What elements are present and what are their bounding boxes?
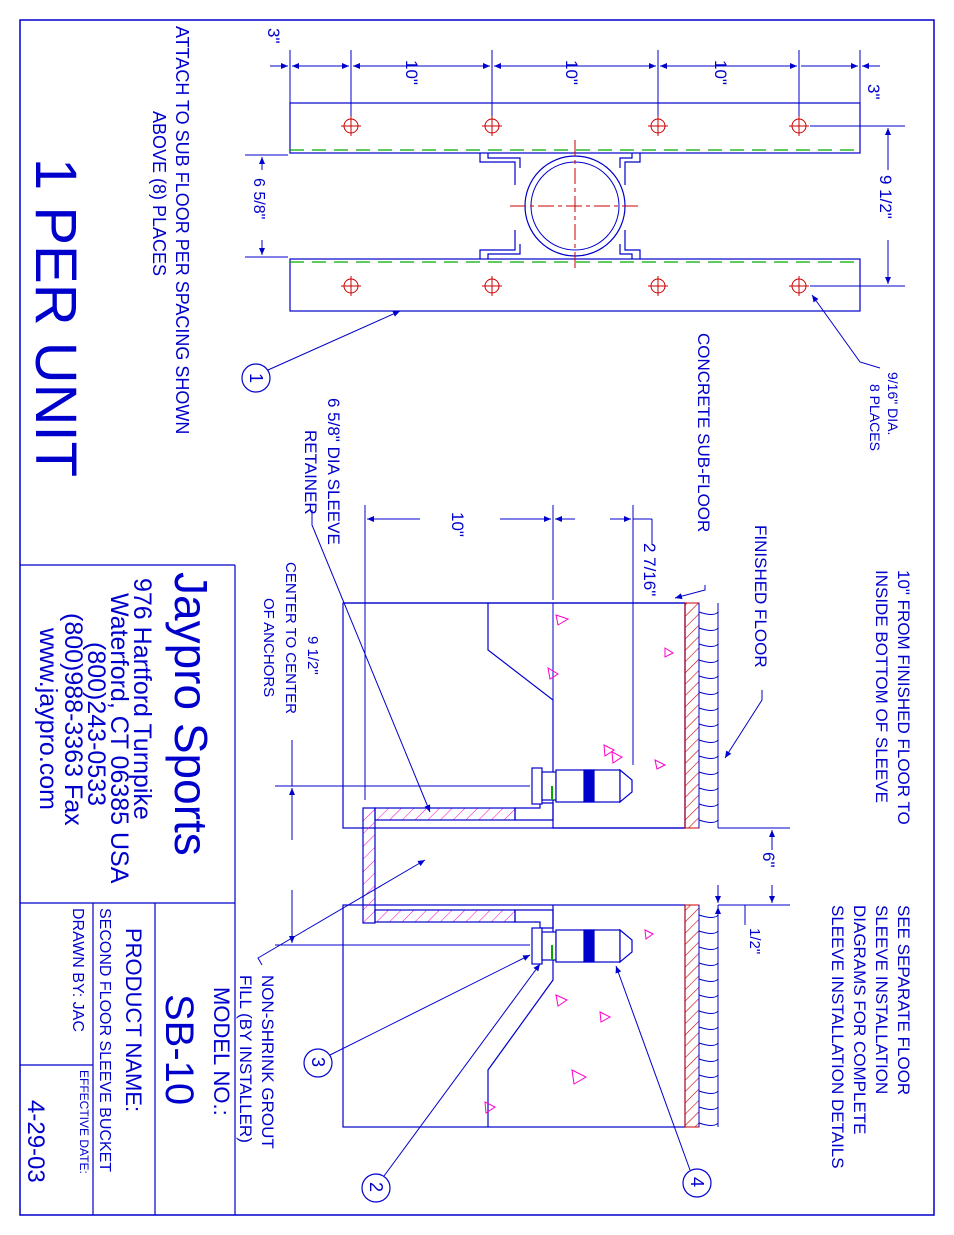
sleeve-bracket-right	[514, 909, 554, 929]
drawn-by: DRAWN BY: JAC	[69, 908, 86, 1032]
finish-note-line1: 10" FROM FINISHED FLOOR TO	[894, 570, 913, 825]
company-web: www.jaypro.com	[34, 627, 62, 810]
hole-note-leader	[811, 294, 881, 369]
attach-note-line2: ABOVE (8) PLACES	[149, 111, 169, 276]
top-dimension-chain	[270, 50, 880, 116]
company-city: Waterford, CT 06385 USA	[105, 593, 133, 884]
effective-date: 4-29-03	[22, 1100, 49, 1183]
dim-spacing-1: 10"	[402, 60, 421, 85]
depth-dimension	[364, 505, 653, 800]
floor-hatch-right	[684, 904, 700, 1128]
balloon-4-label: 4	[687, 1177, 707, 1187]
concrete-aggregate	[484, 614, 675, 1114]
dim-anchor-span: 9 1/2"	[876, 175, 895, 219]
balloon-3-leader	[329, 954, 531, 1056]
sleeve-retainer-line2: RETAINER	[301, 430, 320, 515]
sleeve-bracket-left	[514, 802, 554, 821]
see-note-line2: SLEEVE INSTALLATION	[872, 905, 891, 1094]
sleeve-wall-left	[374, 807, 516, 821]
see-note-line3: DIAGRAMS FOR COMPLETE	[850, 905, 869, 1135]
opening-dimension	[715, 827, 790, 925]
sheet-border	[19, 19, 935, 1216]
company-fax: (800)988-3363 Fax	[59, 613, 87, 826]
balloon-2-leader	[383, 963, 541, 1177]
dim-spacing-3: 10"	[711, 60, 730, 85]
model-label: MODEL NO.:	[209, 987, 234, 1116]
sleeve-retainer-leader	[311, 510, 431, 813]
concrete-subfloor-leader	[674, 585, 706, 600]
per-unit-headline: 1 PER UNIT	[23, 158, 88, 477]
finished-floor-boards	[698, 603, 719, 1127]
dim-depth: 10"	[448, 512, 467, 537]
anchor-holes	[341, 116, 809, 296]
balloon-2	[361, 1173, 391, 1203]
sleeve-retainer-plate	[362, 807, 376, 924]
dim-opening: 6"	[759, 852, 778, 868]
anchor-note-line1: CENTER TO CENTER	[282, 562, 299, 714]
dim-spacing-2: 10"	[562, 60, 581, 85]
balloon-1	[241, 363, 271, 393]
grout-note-line2: FILL (BY INSTALLER)	[236, 975, 255, 1143]
dim-edge-bottom: 3"	[864, 84, 883, 100]
anchor-bolt-left	[531, 767, 633, 805]
anchor-note-dim: 9 1/2"	[304, 636, 321, 675]
dim-lip: 1/2"	[746, 928, 763, 954]
sleeve-gap-dimension	[245, 154, 288, 258]
floor-hatch-left	[684, 602, 700, 829]
finished-floor-leader	[724, 690, 763, 759]
dim-edge-top: 3"	[264, 28, 283, 44]
sleeve-holder	[479, 153, 641, 259]
balloon-1-leader	[267, 310, 401, 371]
grout-note-line1: NON-SHRINK GROUT	[258, 975, 277, 1149]
title-block	[20, 564, 236, 1215]
finish-note-line2: INSIDE BOTTOM OF SLEEVE	[872, 570, 891, 803]
balloon-2-label: 2	[366, 1182, 386, 1192]
company-phone: (800)243-0533	[82, 642, 110, 806]
product-name: SECOND FLOOR SLEEVE BUCKET	[96, 908, 113, 1172]
concrete-block-left	[343, 602, 686, 829]
company-street: 976 Hartford Turnpike	[128, 578, 156, 820]
balloon-3-label: 3	[308, 1057, 328, 1067]
top-view: 3" 10" 10" 10" 3" 6 5/8" 9 1/2" 9/16" DI…	[241, 28, 905, 451]
product-label: PRODUCT NAME:	[121, 928, 146, 1112]
anchor-span-dimension	[810, 125, 905, 287]
anchor-bolt-right	[531, 927, 633, 965]
company-name: Jaypro Sports	[165, 572, 217, 856]
balloon-1-label: 1	[246, 373, 266, 383]
finished-floor-label: FINISHED FLOOR	[751, 525, 770, 668]
dim-sleeve-gap: 6 5/8"	[250, 178, 267, 219]
balloon-4-leader	[615, 965, 691, 1171]
attach-note-line1: ATTACH TO SUB FLOOR PER SPACING SHOWN	[172, 26, 192, 434]
hole-note-line1: 9/16" DIA.	[885, 372, 901, 435]
section-view: 10" 2 7/16" CONCRETE SUB-FLOOR FINISHED …	[236, 333, 913, 1203]
see-note-line1: SEE SEPARATE FLOOR	[894, 905, 913, 1095]
balloon-3	[303, 1048, 333, 1078]
dim-offset: 2 7/16"	[640, 543, 659, 596]
anchor-center-dimension	[275, 740, 530, 946]
see-note-line4: SLEEVE INSTALLATION DETAILS	[828, 905, 847, 1169]
concrete-subfloor-label: CONCRETE SUB-FLOOR	[694, 333, 713, 532]
hole-note-line2: 8 PLACES	[867, 384, 883, 451]
sleeve-retainer-line1: 6 5/8" DIA SLEEVE	[324, 398, 343, 545]
sleeve-wall-right	[374, 909, 516, 923]
model-number: SB-10	[157, 994, 201, 1105]
effective-label: EFFECTIVE DATE:	[77, 1070, 91, 1174]
anchor-note-line2: OF ANCHORS	[260, 598, 277, 697]
grout-note-leader	[257, 859, 426, 966]
concrete-outline-left	[342, 602, 686, 829]
balloon-4	[682, 1168, 712, 1198]
